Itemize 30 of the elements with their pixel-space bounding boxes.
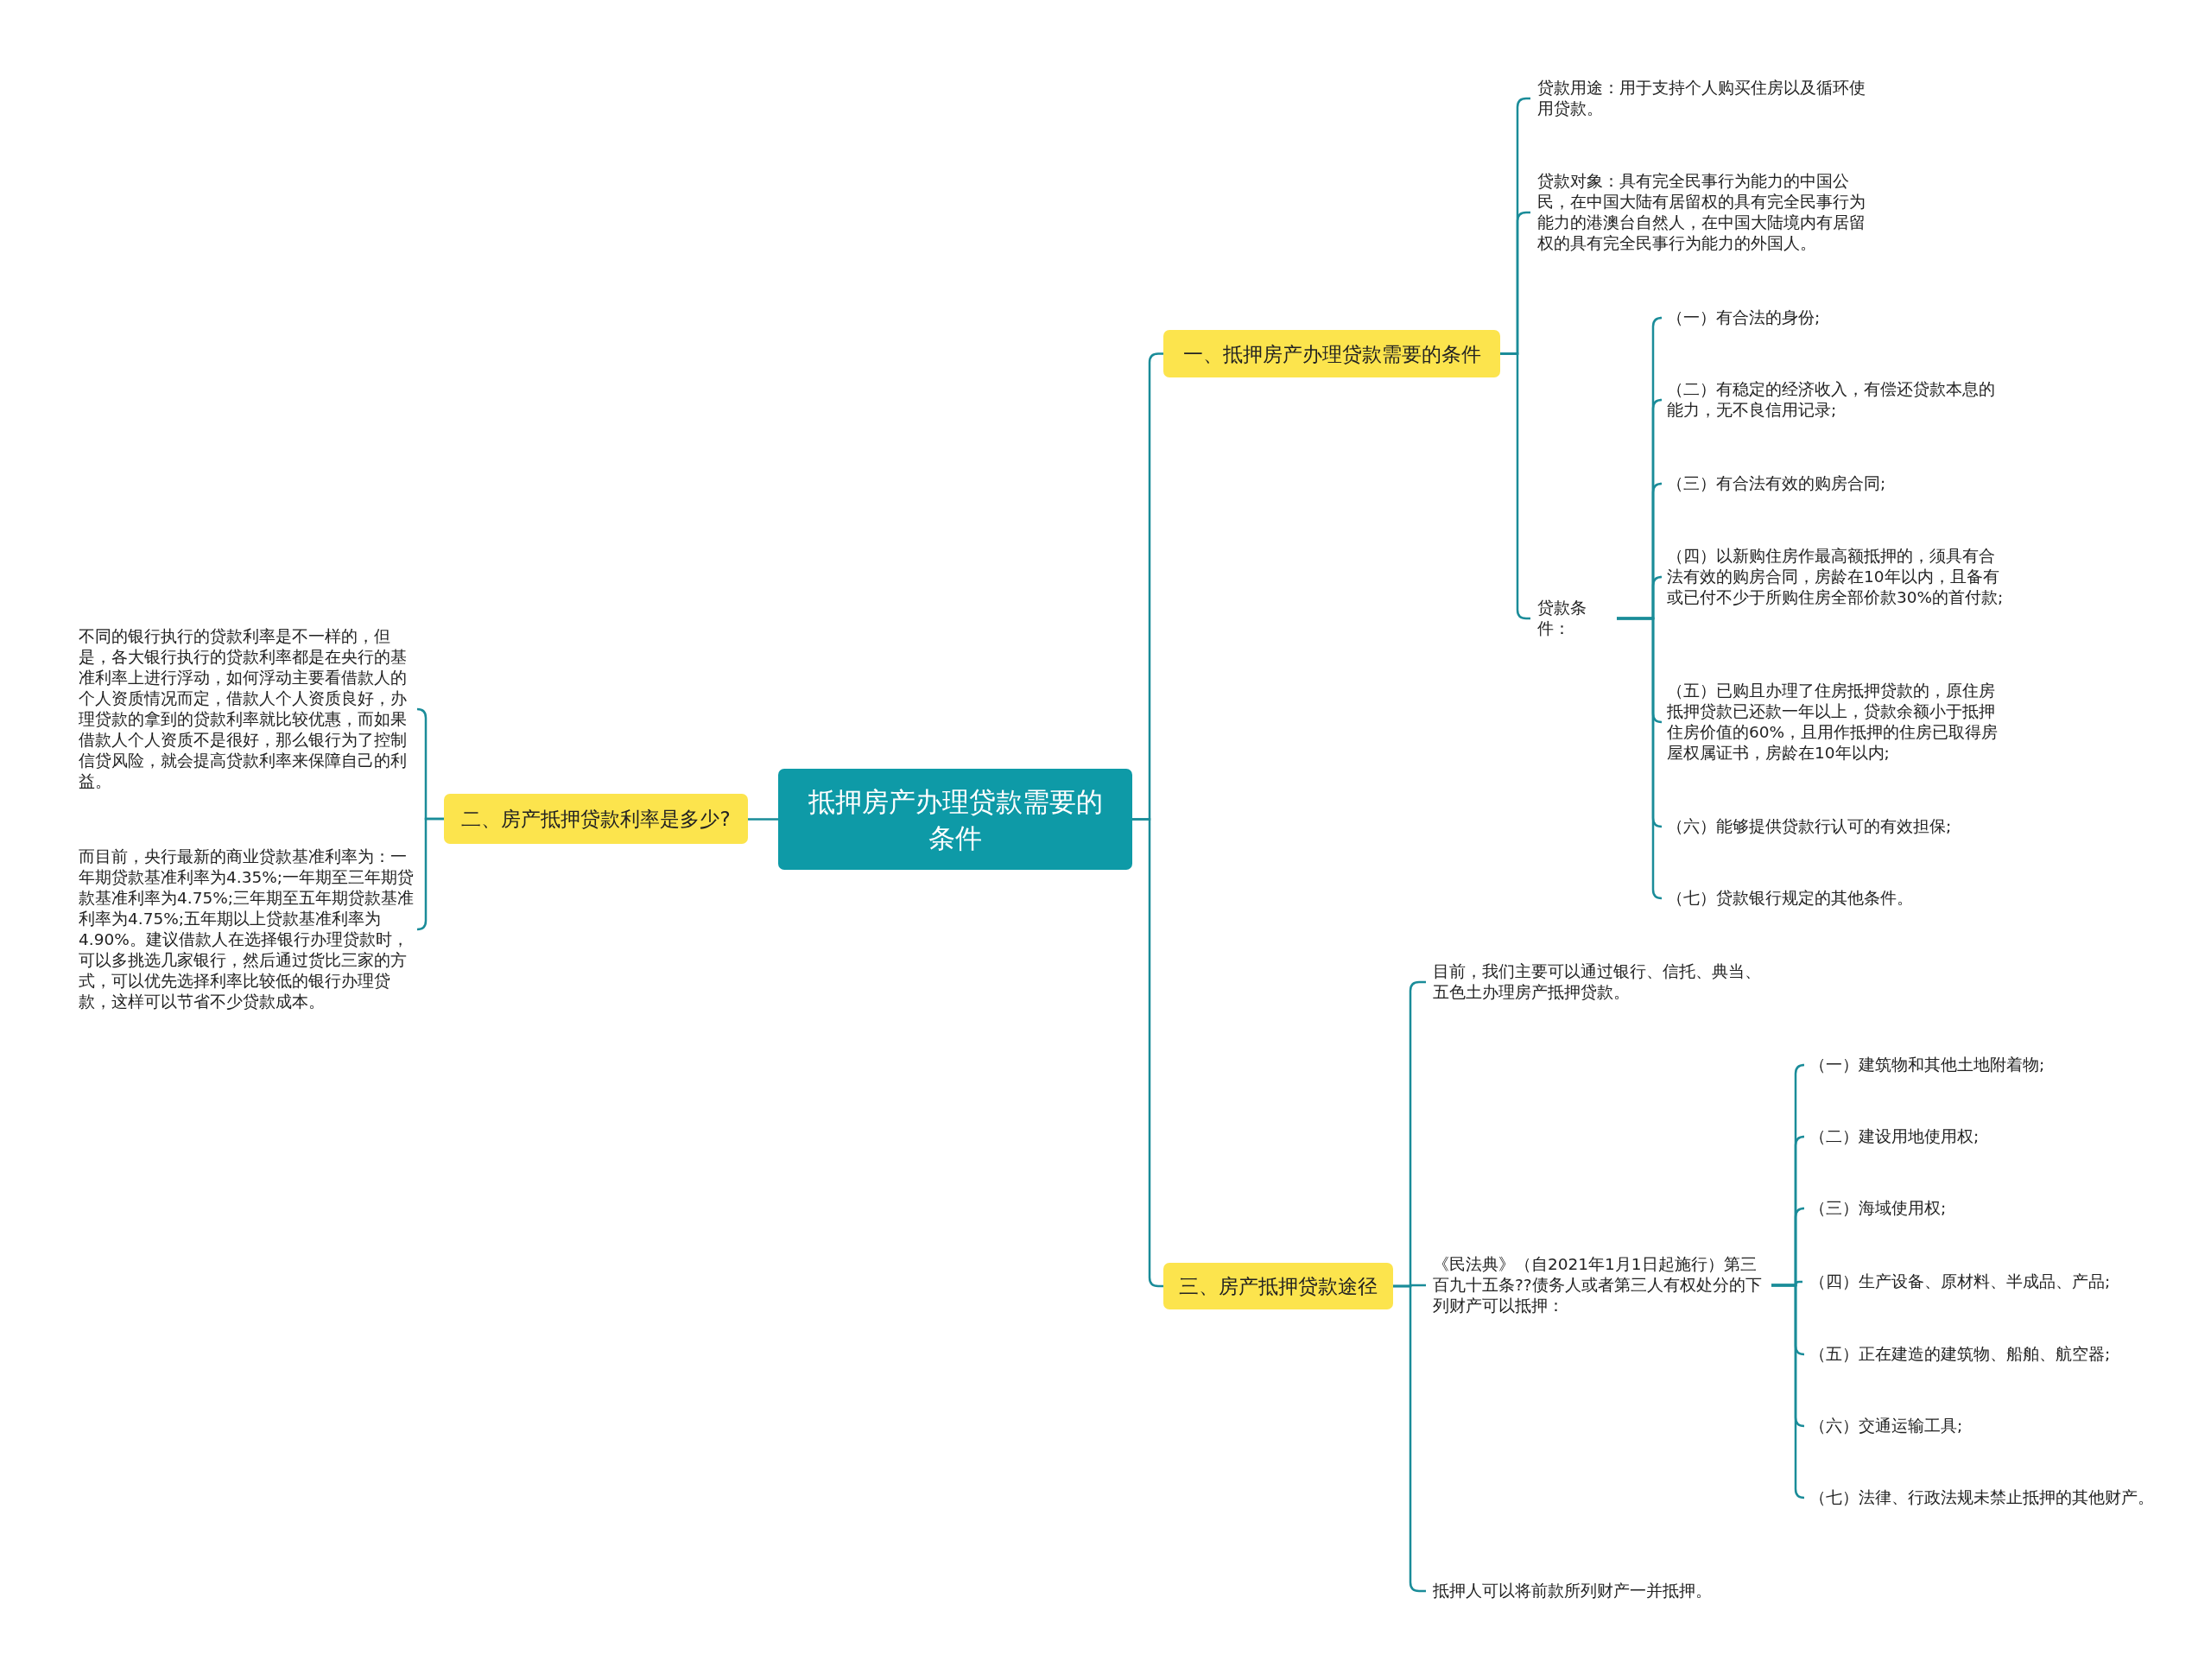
subtopic-text: （四）以新购住房作最高额抵押的，须具有合法有效的购房合同，房龄在10年以内，且备有或已付不少于所购住房全部价款30%的首付款; [1660,546,2005,608]
subtopic-text: 贷款条件： [1530,598,1617,639]
subtopic-text: （二）建设用地使用权; [1802,1126,2165,1147]
subtopic-text: （四）生产设备、原材料、半成品、产品; [1802,1271,2165,1292]
connector-line [415,817,444,931]
branch-topic: 二、房产抵押贷款利率是多少? [444,794,748,844]
connector-line [748,818,778,821]
subtopic-text: （一）有合法的身份; [1660,307,2005,328]
subtopic-text: 《民法典》（自2021年1月1日起施行）第三百九十五条??债务人或者第三人有权处分的下列财产可以抵押： [1426,1254,1771,1316]
subtopic-text: 抵押人可以将前款所列财产一并抵押。 [1426,1581,1789,1601]
subtopic-text: （三）海域使用权; [1802,1198,2165,1219]
subtopic-text: 贷款用途：用于支持个人购买住房以及循环使用贷款。 [1530,78,1876,119]
central-topic: 抵押房产办理贷款需要的条件 [778,769,1132,870]
connector-line [1617,617,1663,900]
subtopic-text: （七）贷款银行规定的其他条件。 [1660,888,2005,909]
subtopic-text: 不同的银行执行的贷款利率是不一样的，但是，各大银行执行的贷款利率都是在央行的基准利率上进行浮动，如何浮动主要看借款人的个人资质情况而定，借款人个人资质良好，办理贷款的拿到的贷款利率就比较优惠，而如果借款人个人资质不是很好，那么银行为了控制信贷风险，就会提高贷款利率来保障自己的利益。 [72,626,417,792]
branch-topic: 一、抵押房产办理贷款需要的条件 [1163,330,1500,377]
subtopic-text: 目前，我们主要可以通过银行、信托、典当、五色土办理房产抵押贷款。 [1426,961,1771,1003]
subtopic-text: （六）能够提供贷款行认可的有效担保; [1660,816,2005,837]
connector-line [1771,1284,1806,1499]
subtopic-text: （六）交通运输工具; [1802,1416,2165,1436]
subtopic-text: （五）正在建造的建筑物、船舶、航空器; [1802,1344,2165,1365]
branch-topic: 三、房产抵押贷款途径 [1163,1263,1393,1309]
subtopic-text: （一）建筑物和其他土地附着物; [1802,1055,2165,1075]
subtopic-text: 而目前，央行最新的商业贷款基准利率为：一年期贷款基准利率为4.35%;一年期至三年期贷款基准利率为4.75%;三年期至五年期贷款基准利率为4.75%;五年期以上贷款基准利率为4.90%。建议借款人在选择银行办理贷款时，可以多挑选几家银行，然后通过货比三家的方式，可以优先选择利率比较低的银行办理贷款，这样可以节省不少贷款成本。 [72,846,417,1012]
subtopic-text: （七）法律、行政法规未禁止抵押的其他财产。 [1802,1487,2165,1508]
subtopic-text: 贷款对象：具有完全民事行为能力的中国公民，在中国大陆有居留权的具有完全民事行为能力的港澳台自然人，在中国大陆境内有居留权的具有完全民事行为能力的外国人。 [1530,171,1876,254]
subtopic-text: （三）有合法有效的购房合同; [1660,473,2005,494]
subtopic-text: （二）有稳定的经济收入，有偿还贷款本息的能力，无不良信用记录; [1660,379,2005,421]
subtopic-text: （五）已购且办理了住房抵押贷款的，原住房抵押贷款已还款一年以上，贷款余额小于抵押住房价值的60%，且用作抵押的住房已取得房屋权属证书，房龄在10年以内; [1660,681,2005,764]
